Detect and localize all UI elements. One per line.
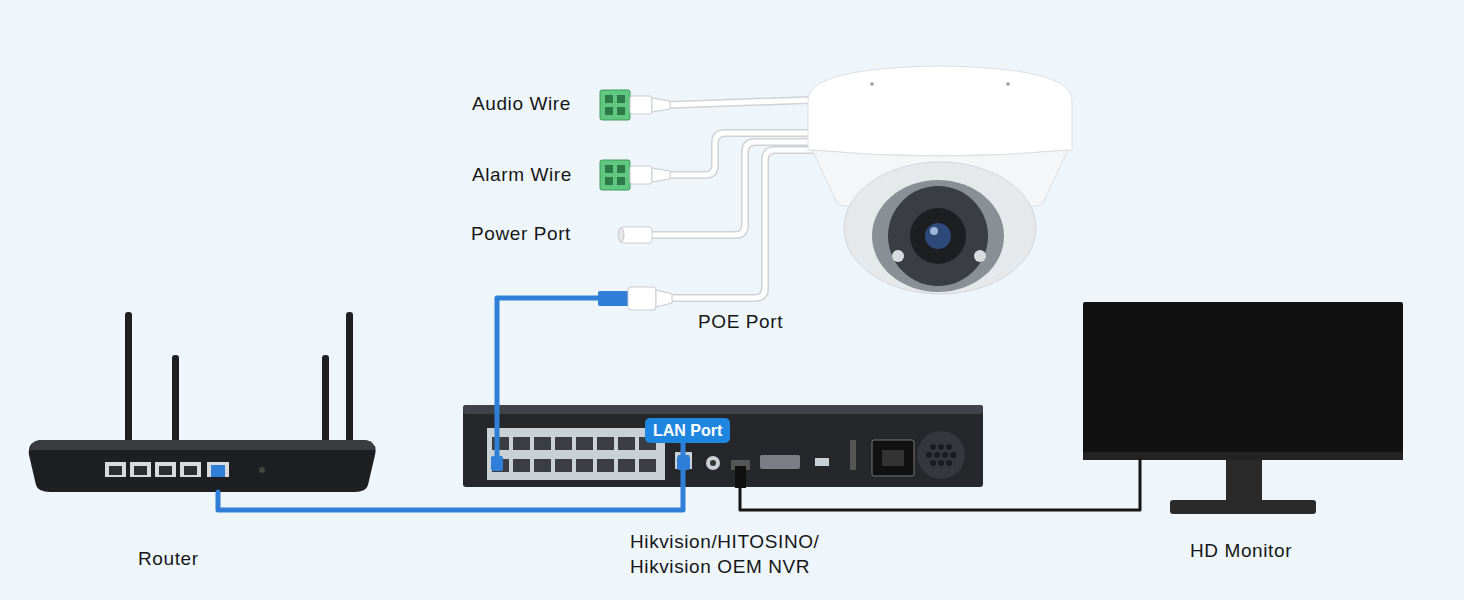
monitor-device: HD Monitor (1083, 302, 1403, 460)
router (29, 312, 376, 492)
power-jack (618, 227, 652, 243)
dome-camera (808, 66, 1072, 294)
wire-label: Audio Wire (472, 92, 571, 116)
camera-wires (650, 100, 818, 298)
monitor (1083, 302, 1403, 514)
port-badge-text: LAN Port (653, 421, 722, 440)
router-device: Router (28, 440, 375, 492)
port-label: Power Port (471, 222, 571, 246)
cable-connector (497, 298, 598, 405)
poe-plug: POE Port (598, 285, 672, 311)
wire-label: Alarm Wire (472, 163, 572, 187)
device-caption: HD Monitor (1190, 538, 1292, 563)
device-caption: Hikvision/HITOSINO/ Hikvision OEM NVR (630, 529, 875, 579)
audio-terminal (600, 90, 670, 120)
device-caption: POE Port (698, 309, 783, 334)
cable-connector (740, 460, 1140, 510)
cable-connector (218, 443, 683, 510)
port-badge: LAN Port (645, 418, 730, 443)
poe-connector (598, 287, 672, 310)
alarm-terminal (600, 160, 670, 190)
device-caption: Router (138, 546, 199, 571)
nvr-device: Hikvision/HITOSINO/ Hikvision OEM NVRLAN… (463, 405, 983, 487)
nvr (463, 405, 983, 488)
